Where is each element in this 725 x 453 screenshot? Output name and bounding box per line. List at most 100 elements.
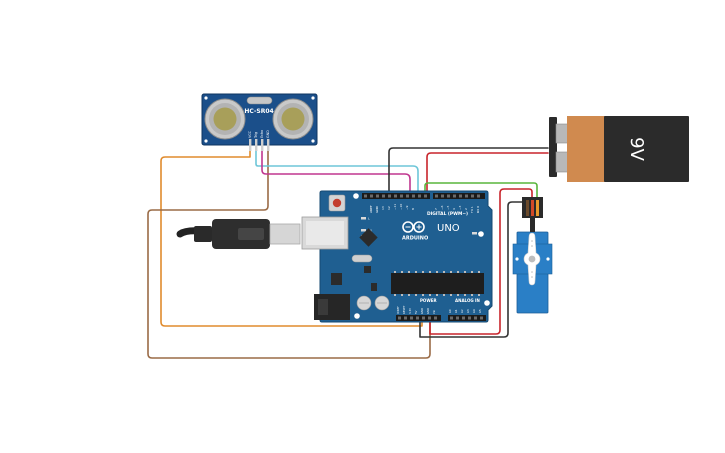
- sensor-pin-label: Trig: [254, 132, 258, 139]
- servo-connector-wire: [526, 200, 529, 216]
- usb-strain-relief: [194, 226, 212, 242]
- digital-pin-label: TX 1: [470, 206, 474, 214]
- analog-pin-label: A1: [454, 309, 458, 313]
- usb-plug-connector: [269, 223, 301, 245]
- board-mount-hole: [478, 231, 484, 237]
- wire-servo-signal: [424, 182, 538, 198]
- digital-pin-label: ~9: [405, 205, 409, 210]
- servo-motor[interactable]: [512, 197, 553, 314]
- servo-horn-icon[interactable]: [523, 232, 541, 286]
- board-mount-hole: [353, 193, 359, 199]
- digital-pin-label: RX 0: [476, 206, 480, 213]
- digital-pin-label: ~11: [393, 204, 397, 210]
- analog-pin-label: A3: [466, 309, 470, 313]
- digital-pin-label: ~5: [446, 205, 450, 210]
- power-header-label: POWER: [420, 298, 437, 303]
- digital-pin-label: 13: [381, 206, 385, 210]
- digital-pin-label: 8: [411, 208, 415, 210]
- sensor-mount-hole: [311, 139, 315, 143]
- digital-pin-label: 7: [434, 208, 438, 210]
- servo-connector-wire: [536, 200, 539, 216]
- digital-pin-label: 4: [452, 208, 456, 210]
- arduino-infinity-logo-icon: [402, 221, 425, 233]
- sensor-pin-label: VCC: [248, 130, 252, 138]
- voltage-regulator: [331, 273, 342, 285]
- wire-servo-ground: [419, 201, 528, 338]
- usb-cable[interactable]: [176, 219, 301, 249]
- analog-pin-label: A2: [460, 309, 464, 313]
- arduino-power-jack-face: [318, 299, 328, 315]
- servo-connector-wire: [531, 200, 534, 216]
- analog-pin-label: A0: [448, 309, 452, 313]
- sensor-crystal: [246, 96, 273, 105]
- pin-label-aref: AREF: [369, 205, 373, 213]
- digital-pin-label: 2: [464, 208, 468, 210]
- led-on: [472, 232, 477, 235]
- led-l-label: L: [368, 217, 370, 221]
- usb-plug-highlight: [238, 228, 264, 240]
- battery-9v[interactable]: 9V: [549, 116, 689, 182]
- wire-gnd-gnd: [147, 149, 431, 359]
- small-ic: [371, 283, 377, 291]
- arduino-brand-label: ARDUINO: [402, 236, 428, 242]
- ultrasonic-sensor[interactable]: HC-SR04 VCC Trig Echo GND: [201, 93, 318, 151]
- transducer-mesh: [213, 107, 237, 131]
- servo-mount-hole: [546, 257, 550, 261]
- battery-label: 9V: [626, 137, 647, 161]
- battery-band: [567, 116, 605, 182]
- battery-body: [604, 116, 689, 182]
- wire-battery-neg: [388, 147, 549, 197]
- sensor-pin-label: Echo: [260, 130, 264, 138]
- servo-horn-hole: [531, 240, 533, 242]
- digital-pin-label: ~6: [440, 205, 444, 210]
- servo-horn-hub: [528, 255, 536, 263]
- arduino-reset-button-cap[interactable]: [332, 198, 342, 208]
- sensor-pin[interactable]: [261, 139, 264, 151]
- analog-pin-label: A5: [478, 309, 482, 313]
- servo-cable: [530, 218, 535, 232]
- wire-vcc-5v: [160, 149, 423, 327]
- battery-terminal-negative: [555, 123, 569, 144]
- wire-echo-pin10: [261, 149, 411, 197]
- analog-header-label: ANALOG IN: [455, 298, 480, 303]
- battery-cap: [549, 117, 557, 177]
- digital-header-label: DIGITAL (PWM~): [427, 211, 468, 217]
- servo-horn-hole: [531, 271, 533, 273]
- board-mount-hole: [484, 300, 490, 306]
- bottom-header-pins: [398, 316, 483, 320]
- led-l: [361, 217, 366, 220]
- sensor-mount-hole: [204, 96, 208, 100]
- led-on-label: ON: [478, 232, 483, 236]
- sensor-pin[interactable]: [267, 139, 270, 151]
- servo-horn-hole: [531, 245, 533, 247]
- atmega-microcontroller: [391, 273, 484, 294]
- microcontroller-legs: [394, 271, 480, 296]
- servo-horn-hole: [531, 276, 533, 278]
- arduino-uno-board[interactable]: AREF GND 13 12 ~11 ~10 ~9 8 7 ~6 ~5 4 ~3…: [301, 190, 493, 323]
- sensor-pin[interactable]: [255, 139, 258, 151]
- wire-battery-pos: [426, 152, 549, 197]
- digital-pin-label: ~10: [399, 204, 403, 210]
- led-tx: [361, 229, 366, 232]
- sensor-mount-hole: [204, 139, 208, 143]
- sensor-model-label: HC-SR04: [244, 108, 273, 115]
- power-pin-label: 3.3V: [408, 308, 412, 314]
- sensor-pin[interactable]: [249, 139, 252, 151]
- analog-header[interactable]: [448, 315, 486, 321]
- crystal-oscillator: [351, 254, 373, 263]
- power-pin-label: IOREF: [396, 306, 400, 314]
- sensor-mount-hole: [311, 96, 315, 100]
- power-pin-label: Vin: [432, 310, 436, 314]
- pin-label-gnd-top: GND: [375, 205, 379, 213]
- arduino-usb-jack-inner: [306, 221, 344, 245]
- wire-servo-power: [429, 188, 533, 335]
- power-pin-label: RESET: [402, 305, 406, 314]
- sensor-pin-label: GND: [266, 130, 270, 138]
- wire-trig-pin9: [255, 149, 419, 197]
- wires: [147, 147, 549, 359]
- digital-header-pins: [364, 194, 480, 198]
- arduino-model-label: UNO: [437, 223, 460, 234]
- digital-pin-label: 12: [387, 206, 391, 210]
- board-mount-hole: [354, 313, 360, 319]
